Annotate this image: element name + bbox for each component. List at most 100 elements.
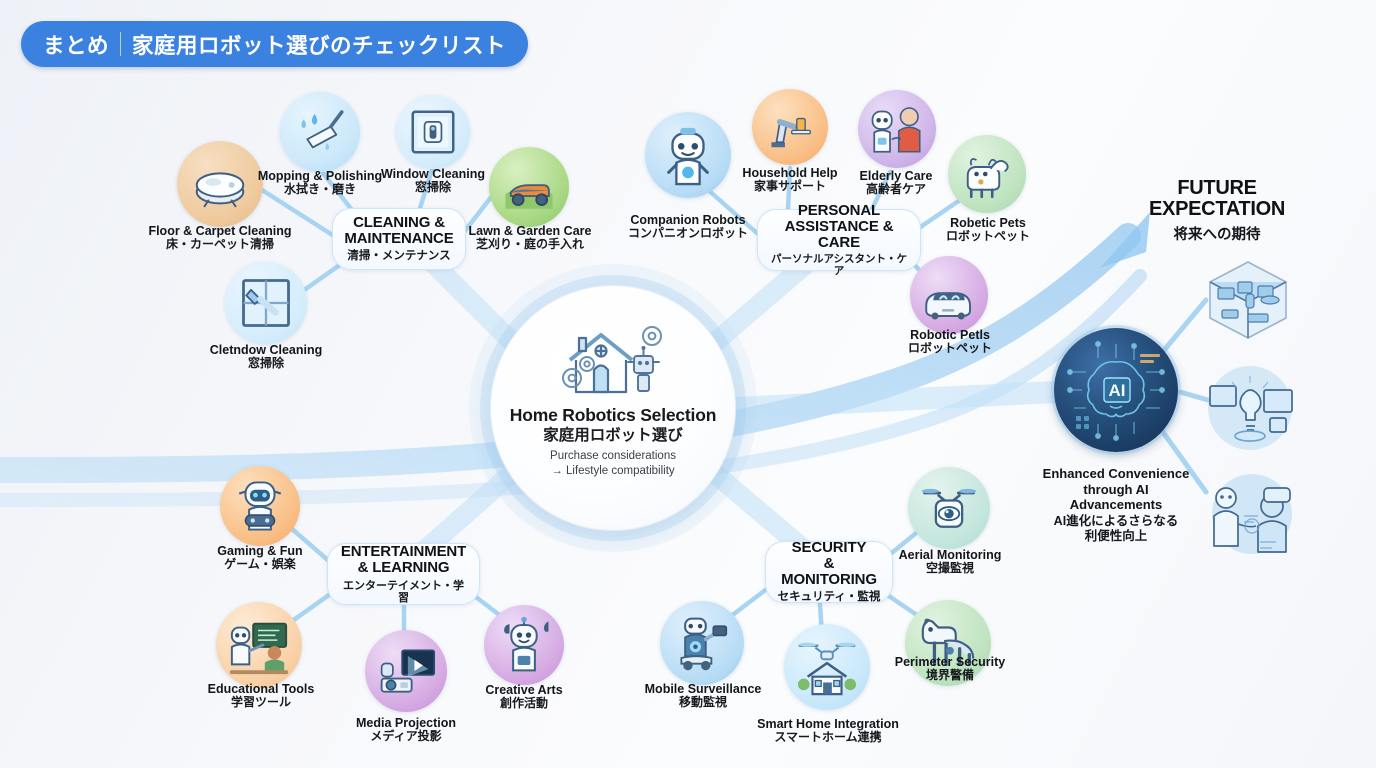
leaf-caption-ja: 窓掃除	[247, 356, 284, 371]
robot-vacuum-icon[interactable]	[177, 141, 263, 227]
leaf-caption-en: Mopping & Polishing	[257, 169, 383, 183]
robot-gamepad-icon[interactable]	[220, 466, 300, 546]
page-title-banner: まとめ 家庭用ロボット選びのチェックリスト	[21, 21, 529, 67]
future-expectation-title: FUTURE EXPECTATION 将来への期待	[1122, 178, 1312, 244]
leaf-caption-ja: 学習ツール	[230, 695, 291, 710]
robot-teacher-icon[interactable]	[216, 602, 302, 688]
category-node-security[interactable]: SECURITY & MONITORING セキュリティ・監視	[765, 538, 893, 604]
title-divider	[120, 32, 122, 56]
category-label-en-line2: & MONITORING	[781, 555, 877, 589]
title-kicker: まとめ	[43, 33, 110, 58]
window-robot-icon[interactable]	[396, 95, 470, 169]
ai-caption-en-line3: Advancements	[1069, 497, 1163, 513]
category-label-ja: セキュリティ・監視	[777, 591, 881, 604]
page-title: 家庭用ロボット選びのチェックリスト	[132, 33, 507, 58]
center-hub-subtitle-line1: Purchase considerations	[550, 450, 676, 463]
leaf-caption-ja: メディア投影	[370, 729, 442, 744]
leaf-caption-en: Household Help	[742, 166, 838, 180]
robot-elderly-care-icon[interactable]	[858, 90, 936, 168]
category-label-en-line2: ASSISTANCE & CARE	[784, 217, 894, 252]
future-title-en-line2: EXPECTATION	[1149, 198, 1285, 220]
leaf-caption-ja: 高齢者ケア	[865, 182, 926, 197]
lightbulb-screens-icon[interactable]	[1202, 360, 1298, 456]
humanoid-robot-icon[interactable]	[645, 112, 731, 198]
leaf-caption-ja: スマートホーム連携	[774, 730, 882, 745]
ai-caption-ja: AI進化によるさらなる 利便性向上	[1032, 514, 1200, 545]
projector-play-icon[interactable]	[365, 630, 447, 712]
center-hub-node[interactable]: Home Robotics Selection 家庭用ロボット選び Purcha…	[490, 285, 736, 531]
category-label-en-line1: SECURITY	[791, 538, 867, 556]
category-label-ja: エンターテイメント・学習	[343, 579, 464, 604]
leaf-caption-en: Media Projection	[355, 716, 457, 730]
robot-music-art-icon[interactable]	[484, 605, 564, 685]
ai-caption-ja-line2: 利便性向上	[1084, 529, 1148, 544]
lawn-mower-robot-icon[interactable]	[489, 147, 569, 227]
category-label-en-line2: MAINTENANCE	[344, 230, 454, 248]
leaf-caption-ja: 創作活動	[499, 696, 548, 711]
surveillance-rover-icon[interactable]	[660, 601, 744, 685]
category-label-en-line1: ENTERTAINMENT	[340, 543, 467, 561]
ai-brain-circuit-icon[interactable]: AI	[1054, 328, 1178, 452]
leaf-caption-ja: 窓掃除	[414, 180, 451, 195]
category-node-personal[interactable]: PERSONAL ASSISTANCE & CARE パーソナルアシスタント・ケ…	[757, 202, 921, 277]
leaf-caption-ja: 家事サポート	[753, 179, 826, 194]
window-squeegee-icon[interactable]	[225, 262, 307, 344]
leaf-caption-en: Companion Robots	[630, 213, 746, 227]
leaf-caption-ja: ゲーム・娯楽	[224, 557, 296, 572]
leaf-caption-en: Perimeter Security	[894, 655, 1006, 669]
ai-caption-en-line1: Enhanced Convenience	[1042, 466, 1190, 481]
leaf-caption-ja: 芝刈り・庭の手入れ	[475, 237, 584, 252]
leaf-caption-en: Robotic Petls	[910, 328, 990, 342]
leaf-caption-en: Aerial Monitoring	[898, 548, 1002, 562]
center-hub-title-ja: 家庭用ロボット選び	[543, 427, 683, 445]
center-hub-title-en: Home Robotics Selection	[509, 405, 717, 425]
robot-pet-rover-icon[interactable]	[910, 256, 988, 334]
category-label-en-line1: CLEANING &	[353, 214, 445, 231]
robot-human-chat-icon[interactable]	[1200, 466, 1296, 562]
center-hub-subtitle: Purchase considerations → Lifestyle comp…	[550, 449, 676, 478]
leaf-caption-ja: 移動監視	[678, 695, 727, 710]
leaf-caption-en: Robetic Pets	[950, 216, 1026, 230]
svg-text:AI: AI	[1109, 381, 1126, 400]
isometric-smart-room-icon[interactable]	[1200, 252, 1296, 348]
leaf-caption-en: Window Cleaning	[380, 167, 486, 181]
category-label-ja: パーソナルアシスタント・ケア	[770, 253, 908, 277]
drone-eye-icon[interactable]	[908, 467, 990, 549]
category-node-entertainment[interactable]: ENTERTAINMENT & LEARNING エンターテイメント・学習	[327, 543, 480, 605]
leaf-caption-ja: 境界警備	[925, 668, 974, 683]
robot-arm-serving-icon[interactable]	[752, 89, 828, 165]
drone-house-icon[interactable]	[784, 624, 870, 710]
category-label-en-line1: PERSONAL	[797, 201, 881, 219]
leaf-caption-ja: ロボットペット	[945, 229, 1030, 244]
ai-advancement-caption: Enhanced Convenience through AI Advancem…	[1032, 466, 1200, 544]
future-title-en-line1: FUTURE	[1177, 177, 1257, 199]
leaf-caption-en: Smart Home Integration	[757, 717, 899, 731]
mop-water-drops-icon[interactable]	[280, 92, 360, 172]
leaf-caption-ja: 水拭き・磨き	[283, 182, 356, 197]
category-label-en: CLEANING & MAINTENANCE	[344, 214, 454, 248]
robot-dog-icon[interactable]	[948, 135, 1026, 213]
leaf-caption-ja: 床・カーペット清掃	[165, 237, 274, 252]
ai-caption-en: Enhanced Convenience through AI Advancem…	[1032, 466, 1200, 513]
category-node-cleaning[interactable]: CLEANING & MAINTENANCE 清掃・メンテナンス	[332, 208, 466, 270]
leaf-caption-en: Gaming & Fun	[217, 544, 303, 558]
robot-guard-dog-icon[interactable]	[905, 600, 991, 686]
leaf-caption-en: Floor & Carpet Cleaning	[148, 224, 292, 238]
